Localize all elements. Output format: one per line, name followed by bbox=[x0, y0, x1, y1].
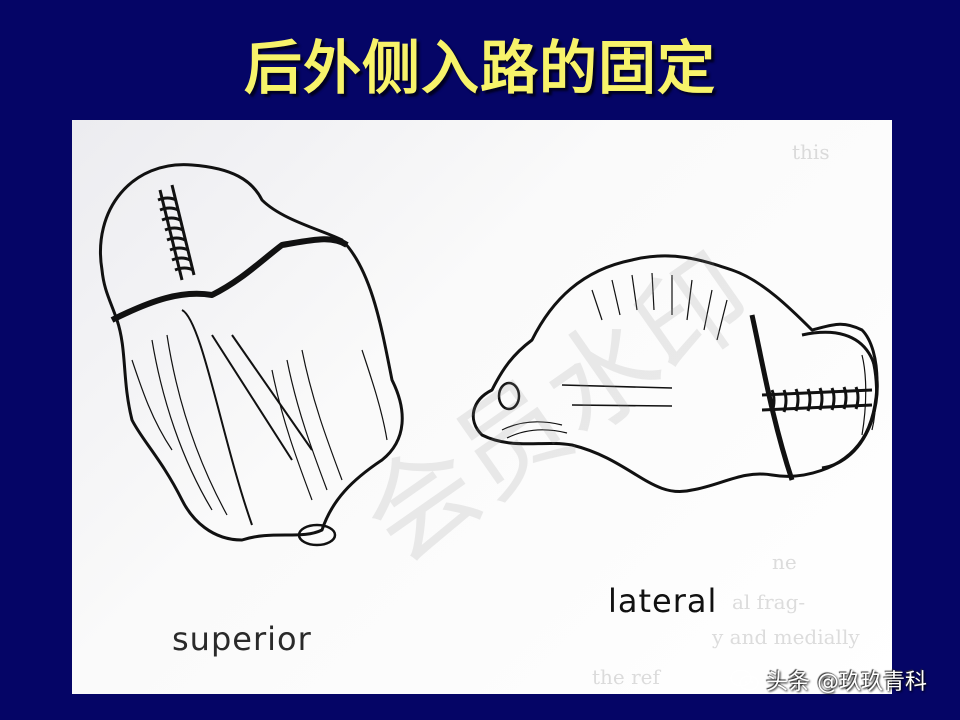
bone-illustrations bbox=[99, 163, 879, 547]
illustration-panel: this ne al frag- y and medially the ref bbox=[72, 120, 892, 694]
wechat-icon bbox=[730, 669, 759, 691]
bleed-through-text: y and medially bbox=[712, 625, 860, 649]
superior-view-drawing bbox=[99, 163, 404, 547]
source-credit: 头条 @玖玖青科 bbox=[730, 662, 927, 698]
lateral-view-label: lateral bbox=[608, 582, 718, 620]
bleed-through-text: this bbox=[792, 140, 830, 164]
bleed-through-text: ne bbox=[772, 550, 797, 574]
slide-title: 后外侧入路的固定 bbox=[243, 34, 716, 102]
lateral-view-drawing bbox=[471, 254, 879, 493]
superior-view-label: superior bbox=[172, 620, 312, 658]
credit-text: 头条 @玖玖青科 bbox=[766, 670, 927, 695]
bleed-through-text: al frag- bbox=[732, 590, 806, 614]
bleed-through-text: the ref bbox=[592, 665, 660, 689]
